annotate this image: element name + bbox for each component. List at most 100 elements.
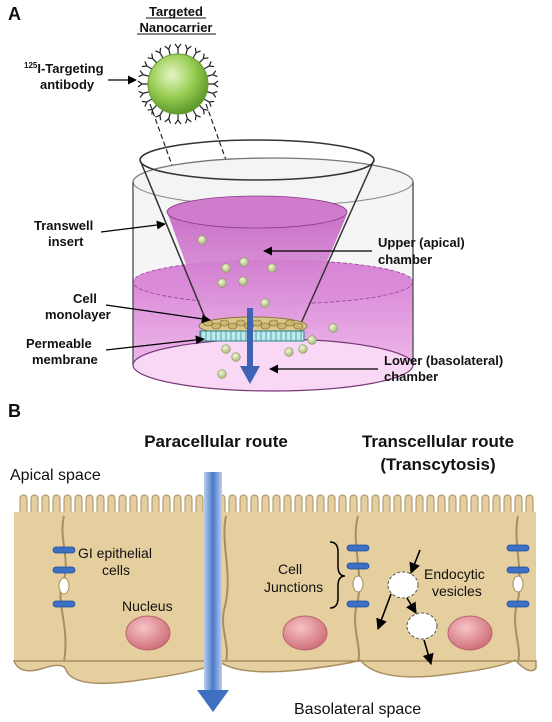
particle: [217, 278, 227, 288]
antibody-spike: [147, 53, 158, 64]
intercellular-gap: [512, 575, 524, 593]
paracellular-arrow-head: [197, 690, 229, 712]
nanocarrier-sphere: [147, 53, 209, 115]
particle: [239, 257, 249, 267]
antibody-spike: [138, 90, 150, 98]
gi-epithelial-cells-label: cells: [102, 562, 130, 578]
particle: [238, 276, 248, 286]
junction-pad: [52, 600, 76, 608]
monolayer-cell: [268, 319, 279, 327]
junction-pad: [506, 566, 530, 574]
junction-pad: [506, 600, 530, 608]
transcellular-route-title: Transcellular route: [362, 432, 514, 451]
transport-arrow-head: [240, 366, 260, 384]
nucleus: [282, 615, 328, 651]
particle: [260, 298, 270, 308]
intercellular-gap: [58, 577, 70, 595]
particle: [217, 369, 227, 379]
cell-border: [222, 515, 229, 663]
antibody-spike: [184, 44, 192, 56]
nanocarrier-title: Targeted: [149, 4, 203, 19]
monolayer-pointer: [105, 304, 211, 324]
junction-pad: [52, 546, 76, 554]
intercellular-gap: [352, 575, 364, 593]
antibody-spike: [174, 114, 182, 125]
transcellular-route-subtitle: (Transcytosis): [380, 455, 495, 474]
paracellular-arrow-shaft: [204, 472, 222, 692]
transcytosis-arrow: [422, 639, 434, 666]
junction-pad: [346, 600, 370, 608]
particle: [231, 352, 241, 362]
antibody-spike: [147, 104, 158, 115]
basal-edge: [12, 659, 537, 685]
antibody-spike: [164, 112, 172, 124]
endocytic-vesicle: [406, 612, 438, 640]
nucleus-label: Nucleus: [122, 598, 173, 614]
antibody-spike: [208, 80, 219, 88]
particle: [307, 335, 317, 345]
nucleus: [125, 615, 171, 651]
microvilli: [14, 494, 536, 522]
particle: [267, 263, 277, 273]
gi-epithelial-cells-label: GI epithelial: [78, 545, 152, 561]
panel-a-letter: A: [8, 4, 21, 24]
cell-border: [354, 515, 361, 663]
monolayer-cell: [227, 322, 238, 330]
monolayer-cells: [203, 319, 304, 330]
antibody-label-superscript: 125: [24, 61, 38, 70]
antibody-spike: [203, 61, 215, 70]
apical-space-label: Apical space: [10, 467, 101, 484]
insert-upper-medium: [167, 212, 348, 334]
basolateral-space-label: Basolateral space: [294, 701, 421, 718]
particle: [221, 263, 231, 273]
antibody-spike: [137, 80, 148, 88]
panel-b-letter: B: [8, 401, 21, 421]
cell-border: [514, 515, 521, 663]
transwell-pointer: [100, 220, 166, 233]
lower-chamber-label: Lower (basolateral): [384, 353, 503, 368]
endocytic-vesicle: [387, 571, 419, 599]
particle: [284, 347, 294, 357]
nanocarrier-particles: [197, 235, 338, 379]
lower-chamber-label: chamber: [384, 369, 438, 384]
cell-junctions-label: Cell: [278, 561, 302, 577]
junction-pad: [52, 566, 76, 574]
particle: [197, 235, 207, 245]
transwell-label: insert: [48, 234, 84, 249]
junction-pad: [506, 544, 530, 552]
cell-junctions-label: Junctions: [264, 579, 323, 595]
monolayer-cell: [211, 322, 221, 330]
monolayer-cell: [252, 319, 263, 327]
monolayer-cell: [276, 322, 287, 330]
membrane-label: membrane: [32, 352, 98, 367]
antibody-spike: [155, 109, 164, 121]
antibody-spike: [138, 70, 150, 78]
monolayer-cell: [260, 322, 271, 330]
membrane-label: Permeable: [26, 336, 92, 351]
antibody-spike: [203, 98, 215, 107]
particle: [221, 344, 231, 354]
transcytosis-arrow: [409, 549, 421, 575]
endocytic-vesicles-label: vesicles: [432, 583, 482, 599]
antibody-spike: [155, 47, 164, 59]
well-bottom: [132, 338, 414, 392]
antibody-spike: [206, 70, 218, 78]
transcytosis-arrow: [376, 593, 392, 631]
insert-rim: [139, 139, 375, 181]
transwell-setup: [132, 139, 414, 392]
transcytosis-arrow: [406, 597, 417, 614]
antibody-spike: [174, 43, 182, 54]
antibody-spike: [198, 104, 209, 115]
monolayer-cell: [285, 319, 295, 327]
antibody-label-text: I-Targeting: [37, 61, 103, 76]
monolayer-cell: [219, 319, 230, 327]
monolayer-label: monolayer: [45, 307, 111, 322]
particle: [298, 344, 308, 354]
endocytic-vesicles-label: Endocytic: [424, 566, 485, 582]
particle: [328, 323, 338, 333]
antibody-label: antibody: [40, 77, 95, 92]
antibody-spike: [198, 53, 209, 64]
membrane-pointer: [105, 335, 205, 351]
upper-chamber-label: Upper (apical): [378, 235, 465, 250]
